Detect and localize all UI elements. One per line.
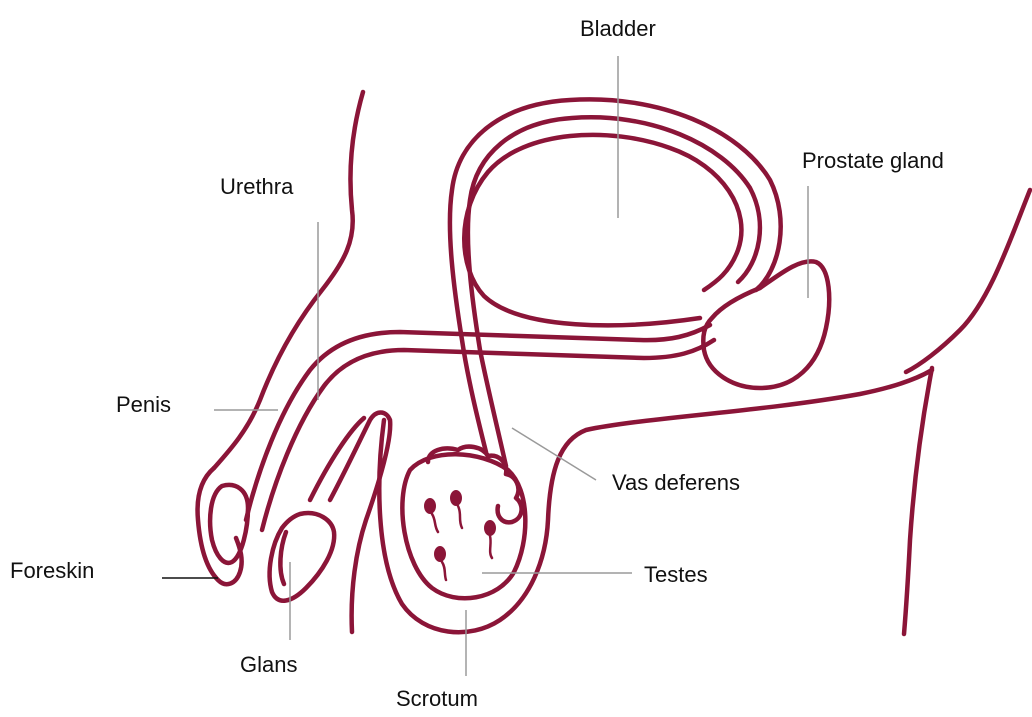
sperm-tail <box>458 506 462 528</box>
leg-outline <box>904 368 932 634</box>
label-penis: Penis <box>116 394 171 416</box>
foreskin-loop <box>210 485 248 563</box>
sperm-tail <box>442 562 446 580</box>
sperm-cells <box>424 490 496 580</box>
label-prostate-gland: Prostate gland <box>802 150 944 172</box>
abdomen-outline <box>214 92 363 468</box>
scrotum-outline <box>379 370 932 632</box>
label-foreskin: Foreskin <box>10 560 94 582</box>
sperm-head <box>424 498 436 514</box>
vas-deferens-outer <box>450 99 781 452</box>
label-scrotum: Scrotum <box>396 688 478 710</box>
label-testes: Testes <box>644 564 708 586</box>
back-outline <box>906 190 1030 372</box>
label-bladder: Bladder <box>580 18 656 40</box>
sperm-head <box>450 490 462 506</box>
bladder-outline <box>464 135 741 325</box>
label-glans: Glans <box>240 654 297 676</box>
sperm-head <box>484 520 496 536</box>
label-urethra: Urethra <box>220 176 293 198</box>
label-vas-deferens: Vas deferens <box>612 472 740 494</box>
sperm-tail <box>432 514 438 532</box>
sperm-tail <box>490 536 492 558</box>
sperm-head <box>434 546 446 562</box>
glans-inner <box>280 532 286 584</box>
